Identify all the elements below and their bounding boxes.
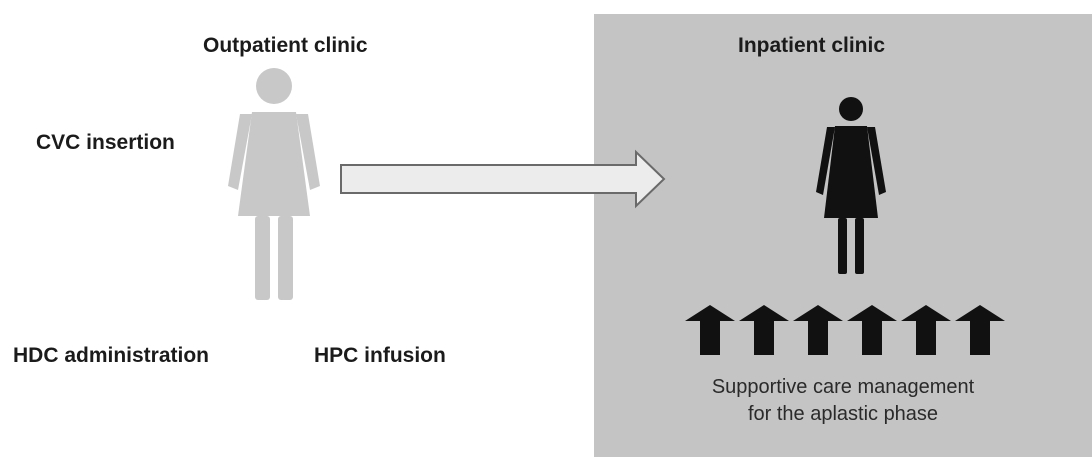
inpatient-woman-left-arm (816, 127, 835, 195)
outpatient-woman-right-leg (278, 216, 293, 300)
support-arrow-icon (685, 305, 735, 355)
hdc-administration-label: HDC administration (13, 344, 210, 367)
support-arrow-icon (847, 305, 897, 355)
outpatient-woman-left-arm (228, 114, 252, 190)
inpatient-woman-right-leg (855, 218, 864, 274)
inpatient-woman-head (839, 97, 863, 121)
cvc-insertion-label: CVC insertion (36, 131, 175, 154)
outpatient-woman-body (238, 112, 310, 216)
outpatient-title: Outpatient clinic (203, 34, 368, 57)
support-arrow-icon (793, 305, 843, 355)
outpatient-woman-head (256, 68, 292, 104)
supportive-care-caption-line2: for the aplastic phase (747, 403, 939, 425)
transfer-arrow-icon (340, 149, 666, 209)
inpatient-title: Inpatient clinic (738, 34, 886, 57)
inpatient-woman-icon (816, 97, 886, 274)
inpatient-woman-left-leg (838, 218, 847, 274)
support-arrow-icon (955, 305, 1005, 355)
inpatient-woman-body (824, 126, 878, 218)
hpc-infusion-label: HPC infusion (314, 344, 446, 367)
outpatient-woman-left-leg (255, 216, 270, 300)
support-arrow-icon (739, 305, 789, 355)
support-arrows-row (685, 305, 1005, 355)
supportive-care-caption-line1: Supportive care management (711, 376, 975, 398)
support-arrow-icon (901, 305, 951, 355)
outpatient-woman-icon (228, 68, 320, 300)
outpatient-woman-right-arm (296, 114, 320, 190)
inpatient-woman-right-arm (867, 127, 886, 195)
